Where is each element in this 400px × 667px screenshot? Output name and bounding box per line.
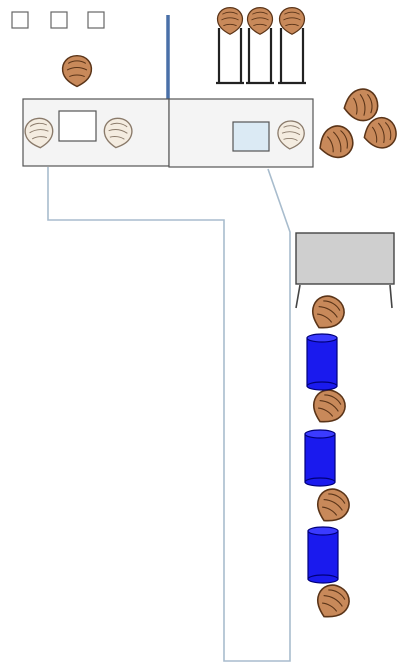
tall-rack-icon bbox=[278, 7, 306, 85]
blue-barrel-icon bbox=[307, 526, 339, 584]
grey-cart-icon bbox=[295, 232, 395, 309]
tall-rack-icon bbox=[246, 7, 274, 85]
oyster-icon bbox=[278, 7, 306, 35]
tall-rack-icon bbox=[216, 7, 244, 85]
oyster-icon bbox=[319, 125, 354, 159]
oyster-icon bbox=[316, 584, 350, 618]
right-table-tray bbox=[232, 121, 270, 152]
square-outline-icon bbox=[11, 11, 29, 29]
opened-oyster-icon bbox=[277, 120, 305, 150]
blue-barrel-icon bbox=[304, 429, 336, 487]
small-squares-row bbox=[11, 11, 105, 29]
oyster-icon bbox=[312, 389, 346, 423]
oyster-icon bbox=[316, 488, 350, 522]
blue-barrel-icon bbox=[306, 333, 338, 391]
rack-group bbox=[216, 7, 306, 85]
oyster-icon bbox=[61, 54, 93, 88]
square-outline-icon bbox=[50, 11, 68, 29]
oyster-icon bbox=[363, 116, 397, 149]
oyster-icon bbox=[246, 7, 274, 35]
flow-path-line bbox=[47, 167, 291, 662]
opened-oyster-icon bbox=[103, 117, 133, 149]
left-table-tray bbox=[58, 110, 97, 142]
square-outline-icon bbox=[87, 11, 105, 29]
oyster-group bbox=[24, 54, 397, 618]
oyster-icon bbox=[343, 88, 379, 122]
barrel-group bbox=[304, 333, 339, 584]
opened-oyster-icon bbox=[24, 117, 54, 149]
oyster-icon bbox=[216, 7, 244, 35]
oyster-icon bbox=[311, 295, 345, 329]
